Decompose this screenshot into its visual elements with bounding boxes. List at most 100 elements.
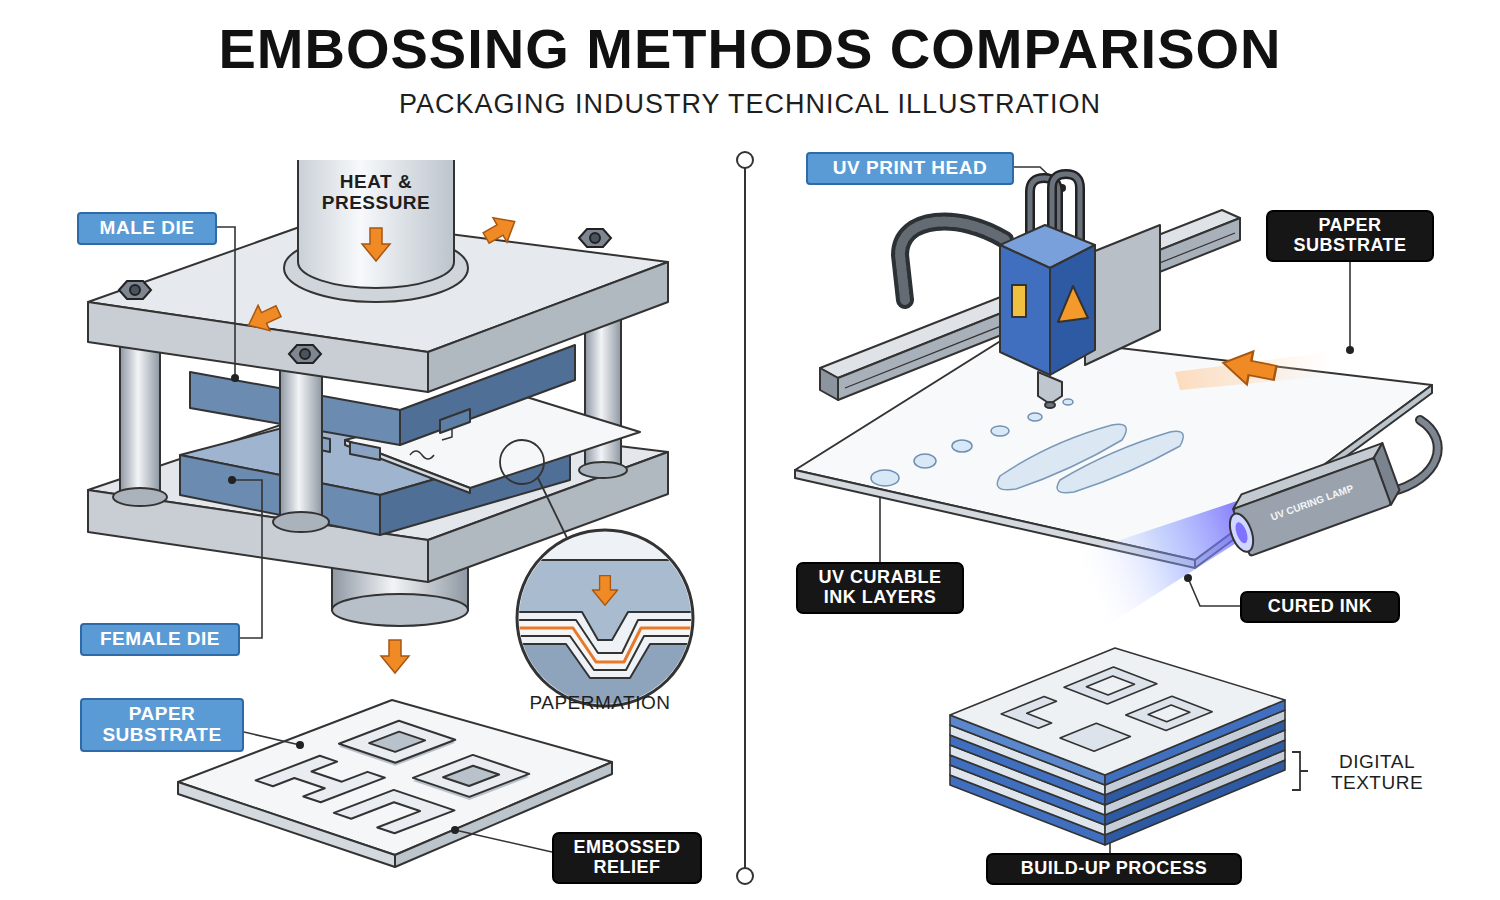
male-die-block (350, 442, 380, 460)
cable-chain (900, 222, 1005, 300)
annotation: HEAT & PRESSURE (306, 172, 446, 214)
callout-tag: PAPER SUBSTRATE (80, 698, 244, 752)
divider (737, 152, 753, 168)
print-head (1038, 372, 1062, 404)
print-head (1000, 245, 1050, 375)
leader-lines (451, 826, 459, 834)
force-arrows (381, 640, 409, 673)
leader-lines (1349, 262, 1351, 350)
layer-stack (950, 648, 1285, 775)
paper-feed-arrow (1220, 346, 1278, 389)
node-text: EMBOSSED RELIEF (560, 838, 694, 878)
node-text: CURED INK (1248, 597, 1392, 617)
top-plate (428, 262, 668, 392)
leader-lines (244, 732, 300, 745)
layer-stack (998, 667, 1220, 755)
ink-droplets (871, 399, 1183, 493)
ink-droplets (871, 470, 899, 486)
layer-stack (1060, 723, 1130, 751)
press-ram (298, 160, 454, 288)
bolts (119, 281, 151, 299)
force-arrows (243, 209, 522, 673)
layer-stack (1126, 696, 1213, 730)
force-arrows (243, 299, 285, 338)
print-head (1012, 285, 1026, 317)
front-columns (113, 488, 167, 506)
callout-tag: MALE DIE (77, 212, 217, 245)
cable-chain (900, 222, 1005, 300)
bracket (1292, 752, 1308, 790)
leader-lines (296, 741, 304, 749)
cable-chain (900, 222, 1005, 300)
press-ram (284, 160, 468, 302)
leader-lines (231, 374, 239, 382)
callout-tag: UV PRINT HEAD (806, 152, 1014, 185)
bolts (289, 345, 321, 363)
force-arrows (479, 209, 522, 250)
bolts (300, 349, 310, 359)
diagram-title: EMBOSSING METHODS COMPARISON (0, 16, 1500, 81)
gantry-rail (820, 210, 1240, 378)
callout-label: CURED INK (1240, 591, 1400, 623)
magnified-section (510, 530, 700, 720)
bracket (1292, 752, 1308, 790)
callout-label: EMBOSSED RELIEF (552, 832, 702, 884)
node-text: UV PRINT HEAD (814, 158, 1006, 179)
paper-feed-arrow (1220, 346, 1278, 389)
gantry-rail (820, 368, 838, 400)
leader-lines (232, 480, 262, 638)
bolts (590, 233, 600, 243)
force-arrows (362, 228, 390, 261)
uv-lamp (1225, 510, 1257, 554)
print-head (1058, 286, 1088, 322)
callout-label: PAPER SUBSTRATE (1266, 210, 1434, 262)
uv-lamp (1220, 443, 1403, 559)
callout-label: UV CURABLE INK LAYERS (796, 562, 964, 614)
print-head (1085, 225, 1160, 365)
divider (737, 868, 753, 884)
node-text: PAPER SUBSTRATE (1274, 216, 1426, 256)
magnified-section (592, 576, 617, 606)
ink-droplets (952, 440, 972, 452)
uv-lamp (1233, 521, 1250, 545)
layer-stack (950, 648, 1285, 845)
male-die-block (440, 409, 470, 433)
callout-label: BUILD-UP PROCESS (986, 853, 1242, 885)
uv-lamp (1233, 458, 1391, 556)
ink-droplets (1057, 431, 1183, 493)
gantry-rail (820, 210, 1240, 400)
embossed-sheet (178, 782, 395, 867)
leader-lines (228, 476, 236, 484)
embossed-sheet (256, 756, 385, 803)
ink-droplets (1063, 399, 1073, 405)
node-text: UV CURABLE INK LAYERS (804, 568, 956, 608)
leader-lines (1188, 578, 1240, 606)
leader-lines (1346, 346, 1354, 354)
front-columns (280, 370, 322, 522)
uv-light (1060, 500, 1244, 630)
bolts (579, 229, 611, 247)
print-head (1050, 245, 1095, 375)
layer-stack (1064, 667, 1157, 704)
ink-droplets (914, 454, 936, 468)
bolts (130, 285, 140, 295)
paper-sheet (345, 440, 470, 493)
callout-tag: FEMALE DIE (80, 623, 240, 656)
front-columns (273, 512, 329, 532)
print-head (1045, 402, 1055, 408)
embossed-sheet (339, 721, 455, 763)
divider (737, 152, 753, 884)
embossed-sheet (241, 721, 553, 834)
ink-droplets (1028, 413, 1042, 421)
node-text: PAPER SUBSTRATE (88, 704, 236, 746)
leader-lines (455, 830, 552, 852)
press-base-cylinder (332, 594, 468, 626)
node-text: BUILD-UP PROCESS (994, 859, 1234, 879)
back-column (579, 462, 627, 478)
uv-light (1060, 500, 1244, 630)
paper-sheet (500, 440, 544, 484)
annotation: PAPERMATION (490, 693, 710, 714)
embossed-sheet (334, 790, 455, 833)
